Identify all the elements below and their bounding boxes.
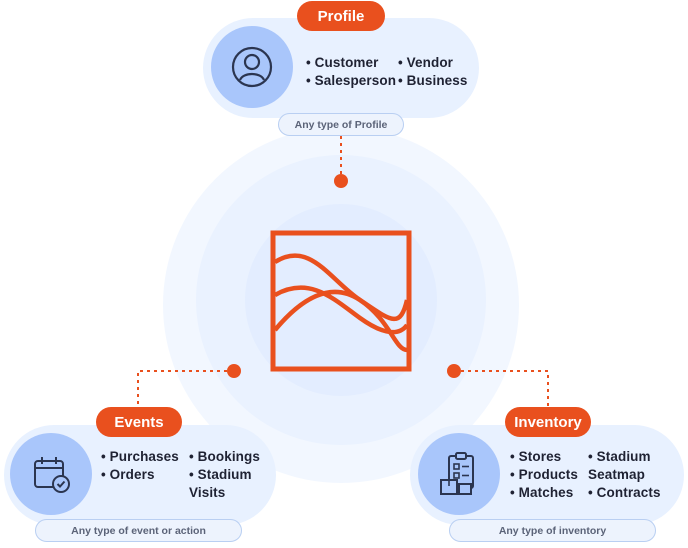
list-item: • Matches bbox=[510, 485, 574, 500]
inner-ring bbox=[245, 204, 437, 396]
list-item: • Bookings bbox=[189, 449, 260, 464]
connector-events bbox=[137, 370, 234, 407]
list-item: • Purchases bbox=[101, 449, 179, 464]
list-item: • Stores bbox=[510, 449, 562, 464]
inventory-tag: Inventory bbox=[505, 407, 591, 437]
dot-events bbox=[227, 364, 241, 378]
dot-profile bbox=[334, 174, 348, 188]
dot-inventory bbox=[447, 364, 461, 378]
wave-logo-icon bbox=[270, 230, 412, 372]
list-item: • Stadium bbox=[189, 467, 252, 482]
list-item: • Products bbox=[510, 467, 578, 482]
calendar-check-icon bbox=[34, 457, 70, 493]
profile-caption: Any type of Profile bbox=[278, 113, 404, 136]
events-icon-circle bbox=[10, 433, 92, 515]
inventory-icon-circle bbox=[418, 433, 500, 515]
profile-items-col1: • Customer • Salesperson bbox=[306, 54, 396, 90]
profile-icon-circle bbox=[211, 26, 293, 108]
list-item: Visits bbox=[189, 485, 226, 500]
list-item: • Contracts bbox=[588, 485, 661, 500]
inventory-items-col1: • Stores • Products • Matches bbox=[510, 448, 578, 502]
inventory-items-col2: • Stadium Seatmap • Contracts bbox=[588, 448, 661, 502]
inventory-caption: Any type of inventory bbox=[449, 519, 656, 542]
list-item: • Business bbox=[398, 73, 468, 88]
user-profile-icon bbox=[231, 46, 273, 88]
profile-items-col2: • Vendor • Business bbox=[398, 54, 468, 90]
clipboard-inventory-icon bbox=[440, 452, 474, 495]
events-tag: Events bbox=[96, 407, 182, 437]
list-item: • Orders bbox=[101, 467, 155, 482]
list-item: • Customer bbox=[306, 55, 379, 70]
list-item: Seatmap bbox=[588, 467, 645, 482]
connector-inventory bbox=[454, 370, 549, 407]
events-items-col1: • Purchases • Orders bbox=[101, 448, 179, 484]
list-item: • Salesperson bbox=[306, 73, 397, 88]
events-items-col2: • Bookings • Stadium Visits bbox=[189, 448, 260, 502]
profile-tag: Profile bbox=[297, 1, 385, 31]
list-item: • Vendor bbox=[398, 55, 454, 70]
events-caption: Any type of event or action bbox=[35, 519, 242, 542]
list-item: • Stadium bbox=[588, 449, 651, 464]
